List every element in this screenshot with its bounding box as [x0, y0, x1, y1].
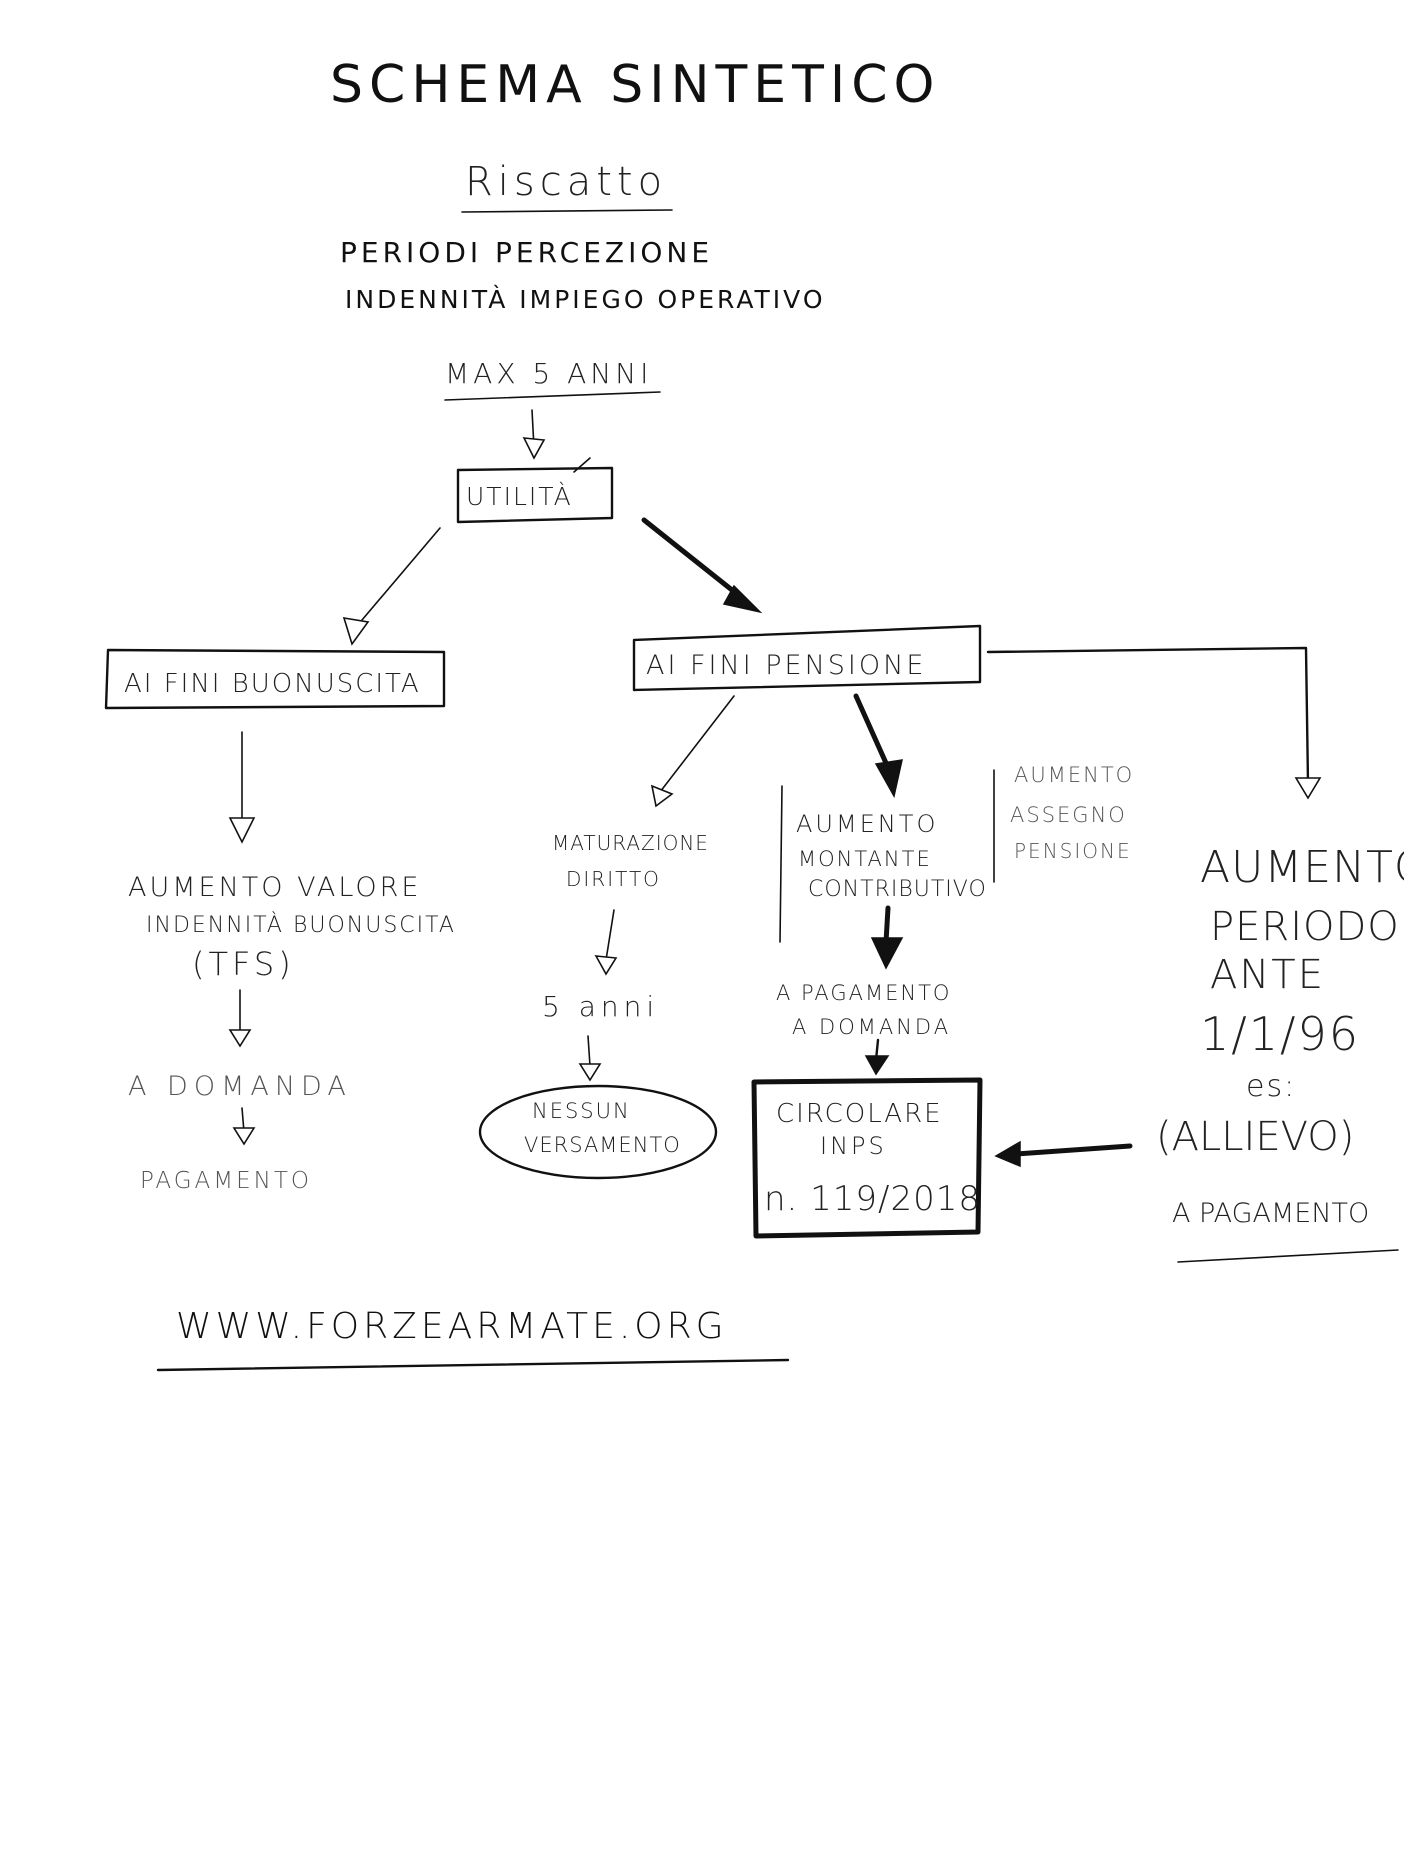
- tfs-line-2: indennità buonuscita: [146, 912, 456, 938]
- ante-line-4: 1/1/96: [1200, 1007, 1360, 1061]
- maturazione-line-2: diritto: [566, 867, 661, 891]
- maturazione-line-1: Maturazione: [552, 831, 709, 855]
- es-label: es:: [1246, 1069, 1296, 1104]
- allievo-label: (allievo): [1156, 1114, 1354, 1160]
- utilita-box: [456, 466, 614, 524]
- left-pagamento: Pagamento: [140, 1168, 312, 1194]
- ante-line-1: Aumento: [1200, 842, 1404, 893]
- subtitle-line-2: indennità impiego operativo: [345, 285, 826, 314]
- footer-url-underline: [156, 1358, 790, 1372]
- ante-line-3: ante: [1210, 952, 1325, 998]
- pagamento-line-1: A pagamento: [776, 981, 951, 1005]
- arrow-pensione-to-montante: [853, 693, 893, 775]
- arrow-montante-down: [883, 905, 891, 945]
- arrow-allievo-to-circolare-head: [994, 1140, 1021, 1168]
- max-years-label: Max 5 anni: [445, 357, 652, 390]
- buonuscita-label: Ai fini buonuscita: [124, 669, 421, 699]
- montante-line-1: Aumento: [796, 810, 938, 838]
- footer-url: www.forzearmate.org: [176, 1306, 728, 1347]
- nessun-line-2: versamento: [524, 1133, 681, 1157]
- cinque-anni: 5 anni: [542, 990, 659, 1023]
- diagram-title: Schema sintetico: [330, 55, 940, 115]
- assegno-line-1: Aumento: [1014, 763, 1134, 787]
- assegno-line-2: assegno: [1010, 803, 1127, 827]
- utilita-accent: [573, 457, 591, 473]
- arrow-utilita-to-buonuscita-head: [342, 616, 370, 646]
- arrow-allievo-to-circolare: [1013, 1143, 1133, 1157]
- arrow-pensione-to-maturazione: [659, 695, 735, 793]
- arrow-pagamento-down-head: [864, 1055, 890, 1076]
- right-a-pagamento-underline: [1177, 1249, 1399, 1263]
- assegno-line-3: pensione: [1014, 839, 1132, 863]
- arrow-buonuscita-down-head: [228, 817, 256, 844]
- pensione-box: [632, 624, 982, 692]
- arrow-pensione-to-montante-head: [874, 759, 903, 799]
- circolare-box: [751, 1077, 983, 1239]
- ante-line-2: periodo: [1210, 904, 1400, 950]
- line-pensione-to-right-head: [1294, 777, 1322, 800]
- right-a-pagamento: A pagamento: [1172, 1198, 1369, 1229]
- arrow-montante-down-head: [870, 937, 904, 970]
- montante-line-3: contributivo: [808, 877, 987, 902]
- arrow-pensione-to-maturazione-head: [650, 784, 674, 808]
- topic-label: Riscatto: [465, 159, 667, 205]
- arrow-maturazione-down: [605, 909, 615, 961]
- arrow-a-domanda-down-head: [232, 1127, 256, 1146]
- utilita-label: Utilità: [466, 482, 573, 511]
- arrow-utilita-to-pensione-head: [722, 584, 763, 614]
- arrow-cinque-anni-down-head: [578, 1063, 602, 1082]
- max-years-underline: [444, 391, 661, 401]
- line-pensione-to-right: [986, 646, 1310, 786]
- arrow-utilita-to-pensione: [641, 517, 745, 601]
- arrow-maturazione-down-head: [594, 955, 618, 976]
- arrow-utilita-to-buonuscita: [361, 527, 441, 621]
- topic-underline: [461, 209, 673, 213]
- arrow-cinque-anni-down: [587, 1035, 591, 1067]
- nessun-line-1: Nessun: [532, 1099, 631, 1123]
- montante-line-2: montante: [798, 847, 932, 871]
- arrow-tfs-down-head: [228, 1029, 252, 1048]
- montante-bracket-left: [779, 785, 783, 943]
- pensione-label: Ai fini pensione: [646, 650, 926, 681]
- tfs-line-1: Aumento valore: [128, 872, 421, 903]
- circolare-line-1: Circolare: [776, 1099, 943, 1129]
- circolare-number: n. 119/2018: [764, 1179, 981, 1219]
- buonuscita-box: [104, 648, 446, 710]
- pagamento-line-2: a domanda: [792, 1015, 951, 1039]
- left-a-domanda: A domanda: [128, 1071, 352, 1102]
- subtitle-line-1: Periodi percezione: [340, 236, 713, 269]
- tfs-line-3: (TFS): [192, 945, 295, 983]
- arrow-max-to-utilita-head: [522, 437, 546, 460]
- nessun-versamento-ellipse: [478, 1084, 718, 1180]
- circolare-line-2: INPS: [820, 1132, 887, 1160]
